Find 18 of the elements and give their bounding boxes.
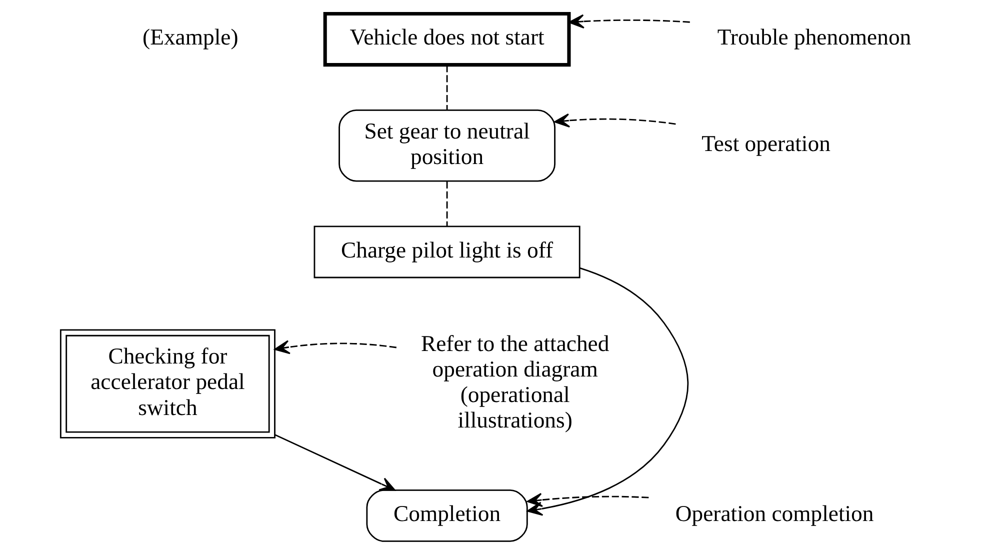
connector — [446, 65, 448, 110]
node-text: Test operation — [702, 131, 830, 156]
node-box: Checking for accelerator pedal switch — [60, 329, 276, 438]
arrow — [554, 113, 676, 128]
node-box: Vehicle does not start — [323, 12, 571, 67]
label: (Example) — [142, 24, 238, 50]
arrow — [526, 267, 689, 516]
arrow — [274, 340, 397, 354]
node-box: Set gear to neutral position — [338, 109, 556, 182]
arrow — [568, 14, 690, 28]
node-box: Charge pilot light is off — [314, 226, 580, 278]
node-text: Operation completion — [675, 501, 874, 526]
node-box: Completion — [366, 489, 528, 542]
node-text: Trouble phenomenon — [717, 24, 912, 50]
connector — [446, 182, 448, 226]
node-text: Refer to the attached operation diagram (operational illustrations) — [420, 330, 610, 433]
arrow — [274, 434, 396, 491]
arrow — [526, 492, 649, 508]
